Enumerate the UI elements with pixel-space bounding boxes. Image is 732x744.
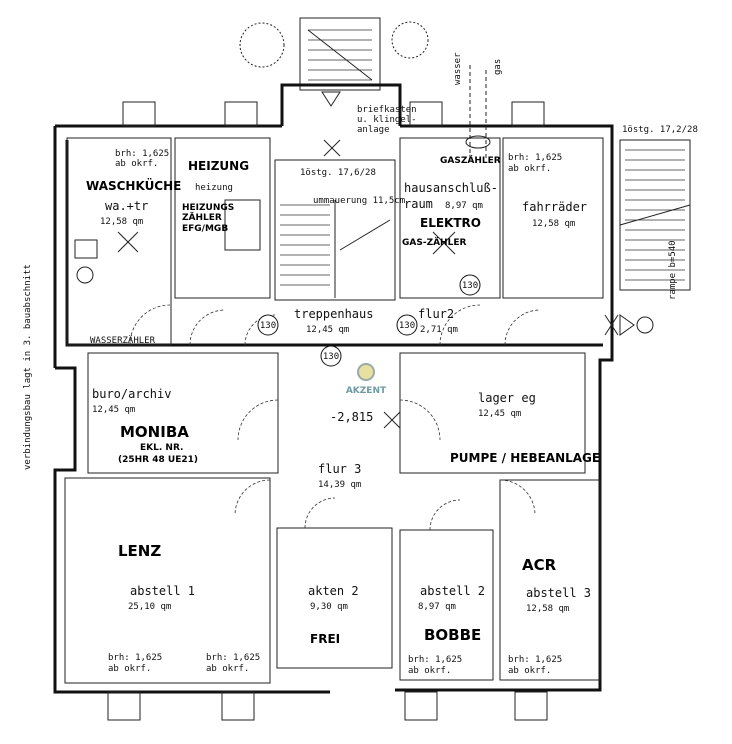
room-label: 1östg. 17,6/28 <box>300 168 376 178</box>
briefkasten-label: u. klingel- <box>357 115 417 125</box>
room-label: flur2 <box>418 307 454 321</box>
room-okrf: ab okrf. <box>508 666 551 676</box>
room-label: buro/archiv <box>92 387 171 401</box>
door-number: 130 <box>323 352 339 362</box>
room-brh: brh: 1,625 <box>408 655 462 665</box>
room-label: hausanschluß- <box>404 181 498 195</box>
room-area: 8,97 qm <box>418 602 456 612</box>
room-sub: ummauerung 11,5cm <box>313 196 405 206</box>
room-label: fahrräder <box>522 200 587 214</box>
room-label: abstell 3 <box>526 586 591 600</box>
tenant-label: FREI <box>310 632 340 646</box>
gas-meter-label: GAS-ZÄHLER <box>402 237 466 248</box>
room-note: HEIZUNGS <box>182 203 234 213</box>
briefkasten-label: briefkasten <box>357 105 417 115</box>
room-area: 12,45 qm <box>92 405 135 415</box>
exterior-stair-right <box>619 139 691 291</box>
tenant-label: MONIBA <box>120 423 189 441</box>
room-label: raum <box>404 197 433 211</box>
door-swings <box>129 304 541 531</box>
tenant-label: BOBBE <box>424 626 481 644</box>
side-note: verbindungsbau lagt in 3. bauabschnitt <box>23 264 33 470</box>
level-marker: -2,815 <box>330 410 373 424</box>
wasserzahler-label: WASSERZÄHLER <box>90 335 156 346</box>
stair-treads <box>280 200 391 298</box>
entrance-stair <box>299 17 381 91</box>
tenant-label: LENZ <box>118 542 161 560</box>
rampe-label: rampe b=540 <box>668 240 678 300</box>
room-area: 2,71 qm <box>420 325 458 335</box>
room-sub: wa.+tr <box>105 199 148 213</box>
room-area: 9,30 qm <box>310 602 348 612</box>
akzent-logo: AKZENT <box>346 363 387 396</box>
room-note: EFG/MGB <box>182 224 228 234</box>
room-label: akten 2 <box>308 584 359 598</box>
room-label: WASCHKÜCHE <box>86 178 181 193</box>
room-area: 12,58 qm <box>526 604 569 614</box>
door-markers: 130 130 130 130 <box>257 274 481 367</box>
shrub-right <box>391 21 429 59</box>
room-label: treppenhaus <box>294 307 373 321</box>
room-area: 12,58 qm <box>532 219 575 229</box>
room-brh: brh: 1,625 <box>508 655 562 665</box>
room-okrf: ab okrf. <box>408 666 451 676</box>
room-okrf: ab okrf. <box>206 664 249 674</box>
room-okrf: ab okrf. <box>508 164 551 174</box>
room-brh: brh: 1,625 <box>508 153 562 163</box>
room-label: lager eg <box>478 391 536 405</box>
room-extra: ELEKTRO <box>420 216 481 230</box>
room-area: 12,45 qm <box>478 409 521 419</box>
tenant-label: ACR <box>522 556 557 574</box>
room-area: 14,39 qm <box>318 480 361 490</box>
vestibule-walls <box>280 83 402 126</box>
logo-text: AKZENT <box>346 386 387 396</box>
room-label: abstell 1 <box>130 584 195 598</box>
door-number: 130 <box>462 281 478 291</box>
room-brh: brh: 1,625 <box>108 653 162 663</box>
wasser-label: wasser <box>453 52 463 85</box>
door-number: 130 <box>260 321 276 331</box>
stair-right-label: 1östg. 17,2/28 <box>622 125 698 135</box>
room-label: abstell 2 <box>420 584 485 598</box>
room-label: HEIZUNG <box>188 159 249 173</box>
room-area: 25,10 qm <box>128 602 171 612</box>
room-okrf: ab okrf. <box>115 159 158 169</box>
room-note: (25HR 48 UE21) <box>118 455 198 465</box>
room-area: 8,97 qm <box>445 201 483 211</box>
room-area: 12,45 qm <box>306 325 349 335</box>
room-label: flur 3 <box>318 462 361 476</box>
briefkasten-label: anlage <box>357 125 390 135</box>
utility-symbols <box>74 65 654 429</box>
gas-meter-label: GASZÄHLER <box>440 155 501 166</box>
window-wells <box>107 101 548 721</box>
tenant-label: PUMPE / HEBEANLAGE <box>450 451 600 465</box>
room-sub: heizung <box>195 183 233 193</box>
room-okrf: ab okrf. <box>108 664 151 674</box>
room-note: ZÄHLER <box>182 212 222 223</box>
room-area: 12,58 qm <box>100 217 143 227</box>
gas-label: gas <box>493 59 503 75</box>
room-note: EKL. NR. <box>140 443 183 453</box>
door-number: 130 <box>399 321 415 331</box>
room-brh: brh: 1,625 <box>115 149 169 159</box>
interior-walls <box>64 137 604 684</box>
shrub-left <box>239 22 285 68</box>
room-brh: brh: 1,625 <box>206 653 260 663</box>
